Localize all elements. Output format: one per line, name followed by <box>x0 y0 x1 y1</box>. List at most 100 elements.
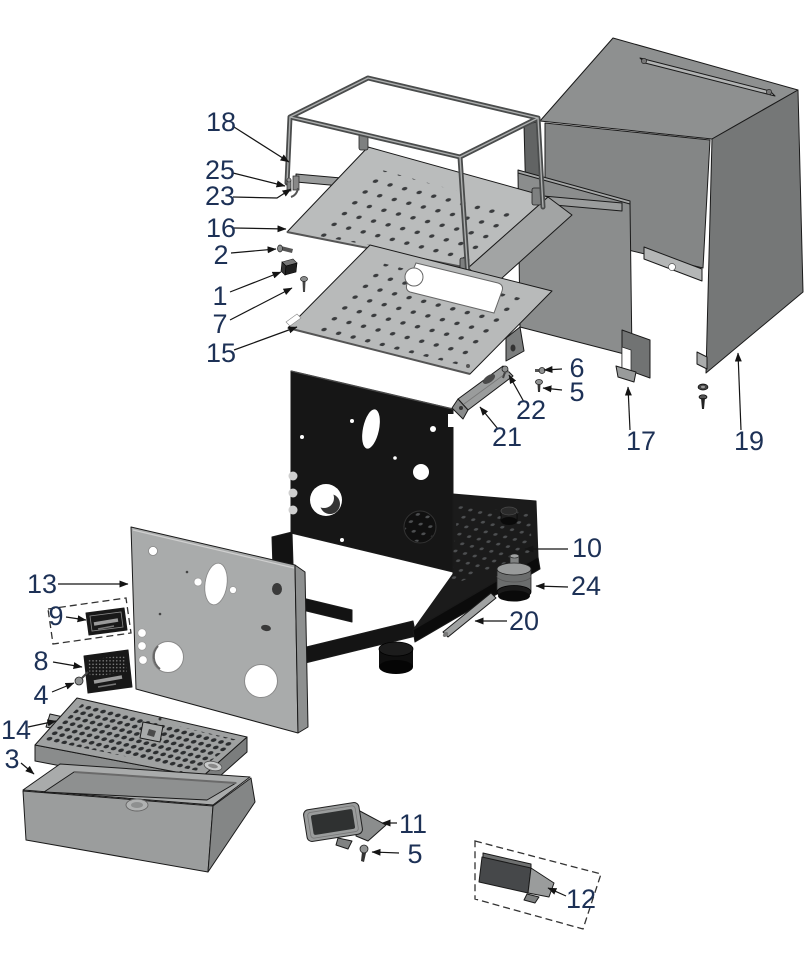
callout-number: 21 <box>492 422 522 452</box>
part-10-chassis <box>271 370 541 674</box>
panel-round-hole <box>152 641 184 673</box>
panel-round-hole <box>244 664 278 698</box>
callout-23: 23 <box>205 181 292 211</box>
bezel-window <box>310 809 356 835</box>
handle-screw-icon <box>766 89 772 95</box>
callout-number: 22 <box>516 395 546 425</box>
part-15-lower-tray <box>285 244 553 375</box>
callout-5: 5 <box>542 377 585 407</box>
part-22-screw <box>501 365 509 379</box>
callout-9: 9 <box>48 601 87 631</box>
callout-17: 17 <box>624 386 656 456</box>
callout-11: 11 <box>381 809 427 839</box>
callout-leader-line <box>479 406 499 430</box>
callout-13: 13 <box>27 569 129 599</box>
washer-and-screw <box>697 383 709 409</box>
callout-18: 18 <box>206 107 290 163</box>
part-13-front-panel <box>130 526 309 734</box>
callout-10: 10 <box>524 533 602 563</box>
callout-number: 25 <box>205 155 235 185</box>
callout-19: 19 <box>734 352 764 456</box>
callout-number: 12 <box>566 884 596 914</box>
callout-number: 3 <box>4 744 19 774</box>
callout-leader-line <box>508 374 525 403</box>
callout-8: 8 <box>33 646 83 676</box>
callout-number: 13 <box>27 569 57 599</box>
part-2-screw <box>277 244 293 253</box>
part-23-clip <box>290 187 299 198</box>
callout-12: 12 <box>547 884 596 914</box>
part-5b-screw <box>359 844 369 862</box>
callout-number: 19 <box>734 426 764 456</box>
callout-number: 5 <box>569 377 584 407</box>
callout-leader-line <box>52 661 83 670</box>
callout-number: 14 <box>1 715 31 745</box>
callout-14: 14 <box>1 715 57 745</box>
callout-leader-line <box>20 762 35 775</box>
callout-number: 15 <box>206 338 236 368</box>
dashed-option-box <box>47 597 132 645</box>
callout-leader-line <box>535 582 569 590</box>
callout-leader-line <box>229 271 282 293</box>
callout-leader-line <box>233 326 298 351</box>
callout-number: 20 <box>509 606 539 636</box>
part-12-cover-plate-optional <box>474 840 602 930</box>
callout-21: 21 <box>479 406 522 452</box>
callout-number: 11 <box>399 809 427 839</box>
callout-number: 6 <box>569 353 584 383</box>
part-24-foot <box>496 553 532 602</box>
callout-leader-line <box>51 682 75 693</box>
callout-24: 24 <box>535 571 601 601</box>
part-25-pin <box>286 177 292 192</box>
callout-leader-line <box>230 246 277 254</box>
chassis-foot <box>378 641 414 674</box>
part-9-logo-badge-optional <box>47 597 132 645</box>
callout-number: 9 <box>48 601 63 631</box>
part-1-bumper <box>280 258 298 276</box>
callout-16: 16 <box>206 213 287 243</box>
part-18-cup-rail <box>284 75 546 280</box>
callout-leader-line <box>547 887 567 897</box>
panel-oval-slot <box>204 562 228 606</box>
callout-20: 20 <box>474 606 539 636</box>
part-6-screw <box>535 367 546 374</box>
part-7-screw <box>300 276 308 292</box>
callout-4: 4 <box>33 680 75 710</box>
handle-screw-icon <box>641 58 647 64</box>
callout-number: 4 <box>33 680 48 710</box>
callout-leader-line <box>734 352 742 431</box>
callout-number: 5 <box>407 839 422 869</box>
callout-15: 15 <box>206 326 298 368</box>
tray-cutout <box>405 262 503 314</box>
base-perforations <box>450 506 532 586</box>
callout-leader-line <box>543 366 563 374</box>
callout-3: 3 <box>4 744 35 775</box>
part-5-screw <box>535 379 543 392</box>
callout-leader-line <box>542 385 563 393</box>
callout-2: 2 <box>213 240 277 270</box>
callout-leader-line <box>232 172 286 188</box>
callout-number: 23 <box>205 181 235 211</box>
chassis-standoff <box>500 506 518 525</box>
part-21-bracket <box>451 365 514 420</box>
callout-leader-line <box>27 719 57 728</box>
callout-number: 24 <box>571 571 601 601</box>
part-3-drip-tray <box>22 763 256 873</box>
callout-7: 7 <box>212 287 293 339</box>
callout-leader-line <box>65 615 87 623</box>
callout-leader-line <box>233 126 290 163</box>
callout-number: 8 <box>33 646 48 676</box>
panel-slot <box>362 409 380 449</box>
callout-number: 17 <box>626 426 656 456</box>
part-8-logo-badge <box>83 649 133 694</box>
callout-number: 18 <box>206 107 236 137</box>
callout-22: 22 <box>508 374 546 425</box>
part-20-rod <box>442 592 497 638</box>
callout-number: 10 <box>572 533 602 563</box>
callout-leader-line <box>624 386 632 431</box>
callout-number: 1 <box>212 281 227 311</box>
tray-perforations <box>318 170 525 262</box>
